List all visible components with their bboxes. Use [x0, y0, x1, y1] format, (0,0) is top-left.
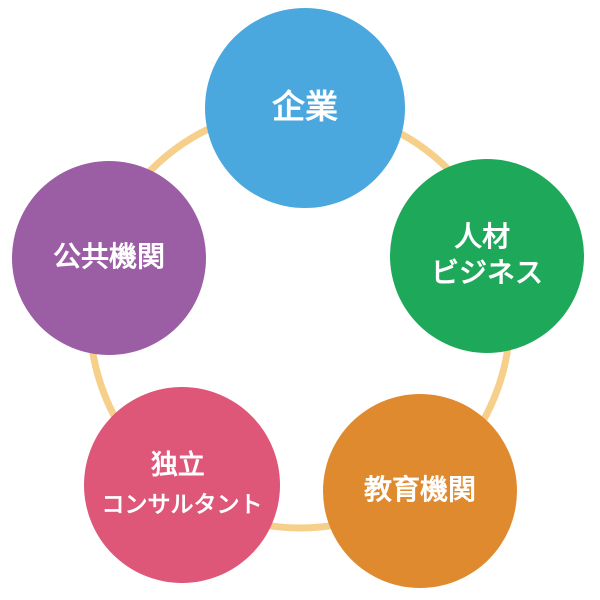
node-public-institution: 公共機関 [12, 161, 206, 355]
node-enterprise-label-line-1: 企業 [272, 87, 338, 126]
node-education-label: 教育機関 [364, 473, 476, 506]
node-independent-consultant-label: 独立 コンサルタント [102, 449, 263, 518]
node-independent-consultant: 独立 コンサルタント [84, 387, 280, 583]
node-enterprise-label: 企業 [272, 87, 338, 126]
node-hr-business-circle [390, 159, 584, 353]
node-public-institution-circle [12, 161, 206, 355]
node-education: 教育機関 [323, 394, 517, 588]
node-independent-consultant-circle [84, 387, 280, 583]
node-enterprise: 企業 [205, 8, 405, 208]
node-public-institution-label: 公共機関 [53, 240, 165, 273]
node-enterprise-circle [205, 8, 405, 208]
node-independent-consultant-label-line-1: 独立 [151, 449, 205, 481]
node-hr-business-label-line-2: ビジネス [431, 256, 543, 289]
node-hr-business-label-line-1: 人材 [454, 220, 510, 253]
node-hr-business-label: 人材 ビジネス [431, 220, 543, 289]
node-education-circle [323, 394, 517, 588]
node-independent-consultant-label-line-2: コンサルタント [102, 492, 263, 518]
node-public-institution-label-line-1: 公共機関 [53, 240, 165, 273]
node-education-label-line-1: 教育機関 [364, 473, 476, 506]
node-hr-business: 人材 ビジネス [390, 159, 584, 353]
